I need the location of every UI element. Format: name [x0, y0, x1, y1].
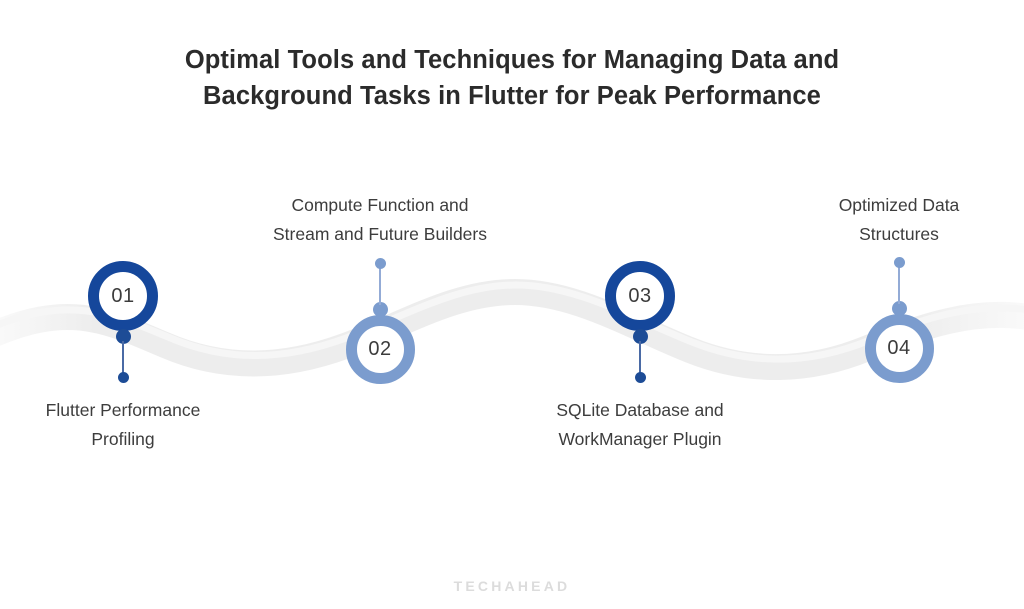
step-caption-01-line-2: Profiling [91, 429, 155, 449]
step-number-02: 02 [368, 338, 392, 360]
step-caption-03: SQLite Database and WorkManager Plugin [518, 396, 762, 454]
step-ring-02[interactable]: 02 [345, 314, 415, 384]
step-caption-02-line-1: Compute Function and [291, 195, 469, 215]
step-caption-03-line-2: WorkManager Plugin [558, 429, 722, 449]
step-stem-line-01 [121, 341, 125, 377]
step-stem-line-03 [638, 341, 642, 377]
step-number-04: 04 [887, 337, 911, 359]
title-line-1: Optimal Tools and Techniques for Managin… [184, 46, 840, 74]
step-number-01: 01 [111, 285, 135, 307]
brand-logo: TECHAHEAD [453, 578, 571, 594]
step-stem-bulb-01 [115, 329, 131, 344]
step-caption-02: Compute Function and Stream and Future B… [250, 191, 510, 249]
step-stem-tip-04 [893, 257, 905, 268]
step-stem-bulb-02 [372, 302, 388, 317]
step-caption-01: Flutter Performance Profiling [3, 396, 243, 454]
step-caption-01-line-1: Flutter Performance [45, 400, 201, 420]
step-number-03: 03 [628, 285, 652, 307]
step-caption-03-line-1: SQLite Database and [556, 400, 724, 420]
page-title: Optimal Tools and Techniques for Managin… [0, 42, 1024, 114]
step-stem-bulb-04 [891, 301, 907, 316]
title-line-2: Background Tasks in Flutter for Peak Per… [203, 82, 821, 110]
step-ring-04[interactable]: 04 [864, 313, 934, 383]
step-stem-line-02 [378, 267, 382, 305]
step-stem-bulb-03 [632, 329, 648, 344]
step-caption-04: Optimized Data Structures [789, 191, 1009, 249]
step-stem-tip-01 [117, 372, 129, 383]
step-caption-04-line-1: Optimized Data [838, 195, 960, 215]
step-stem-line-04 [897, 266, 901, 304]
step-ring-01[interactable]: 01 [88, 261, 158, 331]
step-stem-tip-02 [374, 258, 386, 269]
step-caption-02-line-2: Stream and Future Builders [273, 224, 487, 244]
step-caption-04-line-2: Structures [859, 224, 939, 244]
step-stem-tip-03 [634, 372, 646, 383]
step-ring-03[interactable]: 03 [605, 261, 675, 331]
